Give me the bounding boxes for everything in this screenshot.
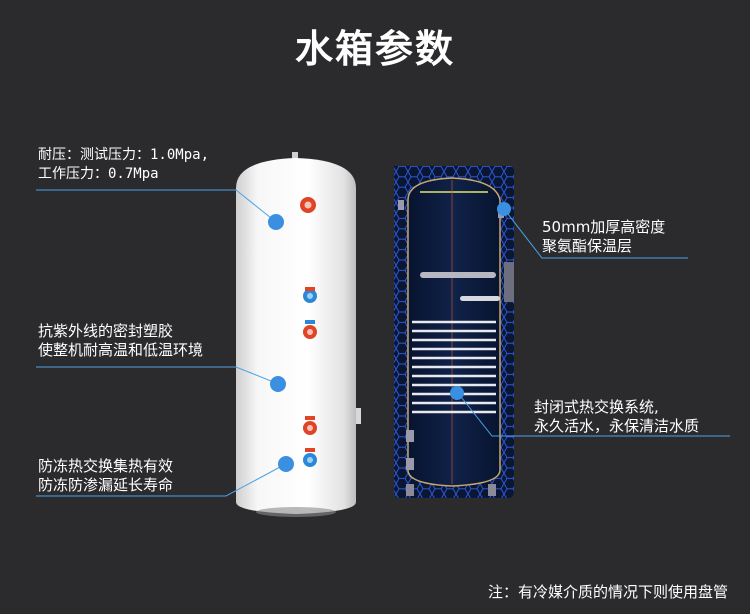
callout-uv-seal-line2: 使整机耐高温和低温环境 xyxy=(38,341,204,359)
pipe-fitting-icon xyxy=(300,197,317,467)
callout-heat-exchange: 封闭式热交换系统, 永久活水，永保清洁水质 xyxy=(534,398,699,436)
callout-antifreeze-line1: 防冻热交换集热有效 xyxy=(38,457,174,475)
callout-uv-seal: 抗紫外线的密封塑胶 使整机耐高温和低温环境 xyxy=(38,322,203,360)
footnote: 注：有冷媒介质的情况下则使用盘管 xyxy=(487,583,728,601)
callout-insulation: 50mm加厚高密度 聚氨酯保温层 xyxy=(542,218,665,256)
tank-cutaway-diagram xyxy=(394,166,514,498)
callout-insulation-line2: 聚氨酯保温层 xyxy=(542,237,633,255)
page-title: 水箱参数 xyxy=(294,27,455,71)
callout-heat-exchange-line1: 封闭式热交换系统, xyxy=(534,398,659,416)
callout-pressure-line2: 工作压力：0.7Mpa xyxy=(38,166,159,182)
callout-pressure: 耐压：测试压力：1.0Mpa, 工作压力：0.7Mpa xyxy=(38,146,209,184)
callout-dots xyxy=(268,202,511,472)
water-tank-image xyxy=(236,152,361,517)
callout-pressure-line1: 耐压：测试压力：1.0Mpa, xyxy=(38,147,210,163)
callout-antifreeze: 防冻热交换集热有效 防冻防渗漏延长寿命 xyxy=(38,457,173,495)
callout-heat-exchange-line2: 永久活水，永保清洁水质 xyxy=(534,417,700,435)
callout-uv-seal-line1: 抗紫外线的密封塑胶 xyxy=(38,322,174,340)
callout-lines xyxy=(36,189,730,497)
callout-antifreeze-line2: 防冻防渗漏延长寿命 xyxy=(38,476,174,494)
callout-insulation-line1: 50mm加厚高密度 xyxy=(542,218,666,236)
